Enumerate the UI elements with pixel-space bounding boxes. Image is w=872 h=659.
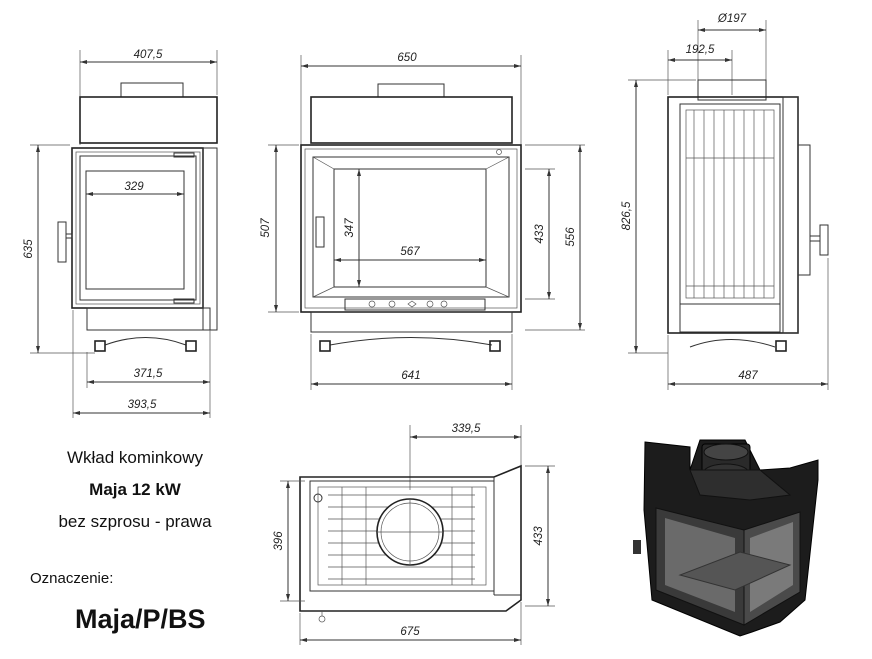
dimension-labels: 407,5 329 635 371,5 393,5 650 567 347 50… — [23, 13, 758, 638]
dim-side-depth: 487 — [738, 370, 758, 382]
title-block: Wkład kominkowy Maja 12 kW bez szprosu -… — [0, 448, 270, 532]
front-view — [268, 55, 585, 390]
dim-front-base-width: 641 — [401, 370, 420, 382]
dim-side-height: 826,5 — [621, 201, 633, 230]
left-view — [30, 50, 218, 418]
product-type: Wkład kominkowy — [66, 448, 204, 467]
designation-label: Oznaczenie: — [30, 570, 114, 587]
dim-left-top-width: 407,5 — [134, 49, 163, 61]
dim-left-height: 635 — [23, 239, 35, 259]
dim-left-base-inner: 371,5 — [134, 368, 163, 380]
product-model: Maja 12 kW — [89, 480, 181, 499]
dim-top-offset: 339,5 — [452, 423, 481, 435]
dim-top-width: 675 — [400, 626, 420, 638]
dim-front-top-width: 650 — [397, 52, 417, 64]
dim-front-507: 507 — [260, 218, 272, 238]
dim-left-base-outer: 393,5 — [128, 399, 157, 411]
dim-front-glass-width: 567 — [400, 246, 420, 258]
dim-left-glass-width: 329 — [124, 181, 144, 193]
dim-front-556: 556 — [565, 227, 577, 247]
fireplace-3d-render — [633, 439, 819, 637]
dim-top-depth2: 433 — [533, 526, 545, 546]
dim-side-flue-offset: 192,5 — [686, 44, 715, 56]
dim-top-depth: 396 — [273, 531, 285, 551]
dim-front-433: 433 — [534, 224, 546, 244]
dim-side-flue-diameter: Ø197 — [717, 13, 747, 25]
dim-front-glass-height: 347 — [344, 218, 356, 238]
side-view — [628, 20, 829, 390]
designation-code: Maja/P/BS — [75, 604, 206, 634]
product-variant: bez szprosu - prawa — [58, 512, 212, 531]
top-view — [280, 425, 555, 645]
